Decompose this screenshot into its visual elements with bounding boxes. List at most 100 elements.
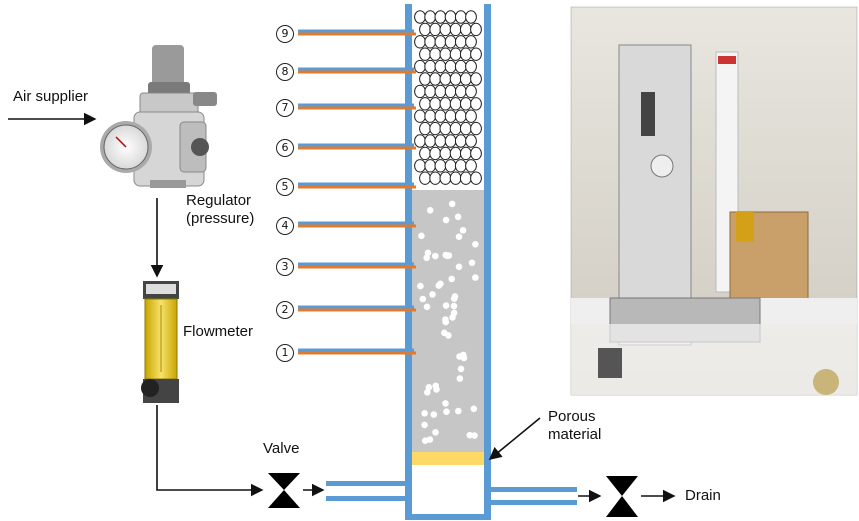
particle [468, 259, 476, 267]
probe-2 [298, 305, 416, 312]
particle [432, 382, 440, 390]
bubble [419, 121, 431, 136]
bubble [424, 84, 437, 99]
bubble [459, 146, 472, 161]
bubble [434, 35, 447, 49]
bubble [434, 10, 447, 24]
particle [442, 400, 449, 407]
inlet-pipe [326, 481, 408, 501]
bubble [439, 47, 452, 61]
bubble [454, 59, 467, 74]
particle [466, 431, 474, 439]
bubble [449, 121, 462, 136]
flowmeter-to-valve-line [156, 405, 264, 497]
bubble [459, 97, 472, 111]
particle [456, 375, 464, 382]
bubble [439, 22, 452, 37]
bubble [434, 109, 447, 123]
bubble [465, 59, 477, 74]
bubble [434, 84, 447, 99]
bubble [434, 59, 447, 74]
bubble [429, 47, 442, 61]
particle [435, 282, 443, 289]
particle [455, 263, 463, 271]
bubble [470, 146, 482, 161]
bubble [429, 97, 442, 111]
bubble [424, 109, 437, 123]
bubble [470, 47, 482, 61]
probe-8 [298, 67, 416, 74]
bubble [414, 10, 426, 24]
particle [421, 421, 428, 429]
bubble [414, 159, 426, 173]
bubble [454, 109, 467, 123]
particle [454, 213, 462, 221]
porous-material-label: Porous material [548, 408, 602, 443]
particle [430, 411, 438, 418]
bubble [419, 171, 431, 185]
bubble [439, 121, 452, 136]
bubble [459, 72, 472, 86]
probe-7 [298, 103, 416, 110]
probe-9 [298, 29, 416, 36]
bubble [465, 35, 477, 49]
drain-valve-icon [606, 476, 638, 517]
particle [418, 232, 425, 240]
bubble [434, 134, 447, 148]
port-label-9: 9 [276, 25, 294, 43]
particle [450, 302, 458, 310]
bubble [444, 109, 457, 123]
particle [423, 254, 431, 262]
bubble [429, 146, 442, 161]
port-label-4: 4 [276, 217, 294, 235]
particle [419, 295, 427, 303]
bubble [429, 121, 442, 136]
bubble [429, 22, 442, 37]
bubble [414, 59, 426, 74]
outlet-pipe [490, 487, 577, 505]
flowmeter-label: Flowmeter [183, 323, 254, 340]
bubble [439, 146, 452, 161]
particle [426, 207, 434, 214]
bubble [449, 22, 462, 37]
bubble [424, 35, 437, 49]
bubble [449, 47, 462, 61]
port-label-1: 1 [276, 344, 294, 362]
flowmeter-image [141, 281, 179, 403]
bubble [454, 84, 467, 99]
bubble [470, 72, 482, 86]
regulator-label: Regulator (pressure) [186, 192, 255, 227]
bubble [439, 171, 452, 185]
particle [441, 329, 448, 337]
particle [429, 291, 436, 298]
particle [448, 275, 456, 283]
valve-label: Valve [263, 440, 300, 457]
particle [442, 302, 450, 309]
bubble [470, 171, 482, 185]
bubble [424, 159, 437, 173]
bubble [414, 109, 426, 123]
probe-1 [298, 348, 416, 355]
bubble [444, 84, 457, 99]
bubble [465, 84, 477, 99]
particle [442, 316, 449, 323]
probe-5 [298, 182, 416, 189]
probe-4 [298, 221, 416, 228]
bubble [465, 10, 477, 24]
column [405, 4, 491, 520]
bubble [459, 47, 472, 61]
bubble [429, 72, 442, 86]
bubble [414, 134, 426, 148]
probe-6 [298, 143, 416, 150]
bubble [470, 97, 482, 111]
particle [443, 408, 450, 416]
bubble [465, 159, 477, 173]
particle [457, 365, 465, 373]
port-label-8: 8 [276, 63, 294, 81]
bubble [454, 35, 467, 49]
particle [472, 241, 479, 248]
bubble [465, 134, 477, 148]
bubble [449, 97, 462, 111]
particle [444, 252, 451, 260]
regulator-image [100, 45, 217, 188]
